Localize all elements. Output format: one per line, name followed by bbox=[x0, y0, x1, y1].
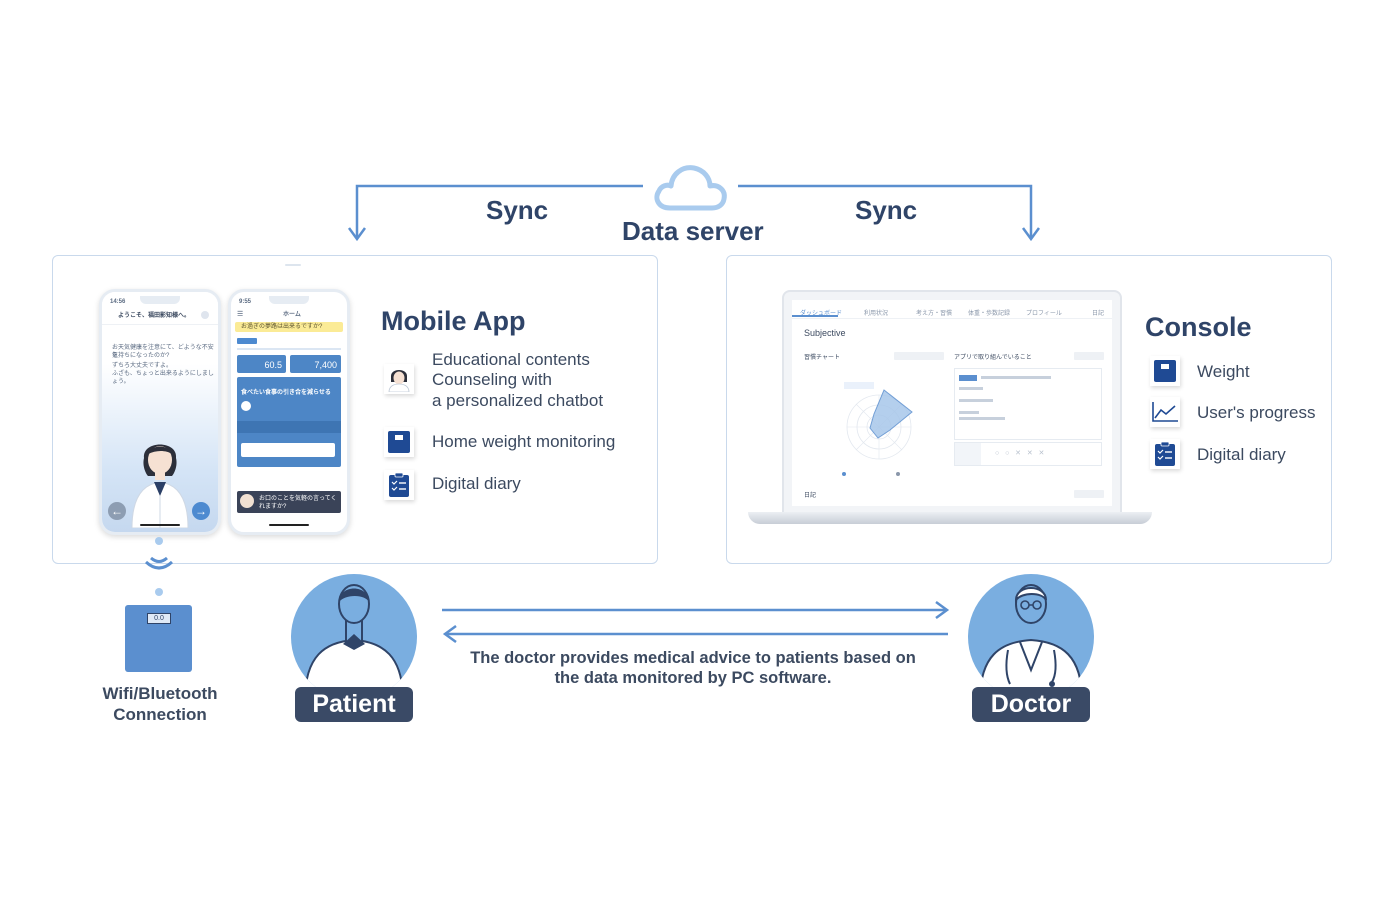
phone-notch bbox=[140, 296, 180, 304]
console-tab-profile[interactable]: プロフィール bbox=[1026, 311, 1062, 317]
phone-notch bbox=[269, 296, 309, 304]
feature-educational-3: a personalized chatbot bbox=[432, 391, 604, 410]
console-chip[interactable] bbox=[894, 352, 944, 360]
console-right-label: アプリで取り組んでいること bbox=[954, 355, 1032, 361]
console-tab-diary[interactable]: 日記 bbox=[1092, 311, 1105, 317]
steps-card[interactable]: 7,400 bbox=[290, 355, 341, 373]
console-feature-diary: Digital diary bbox=[1197, 445, 1286, 464]
phone-left-msg-4: ふざも、ちょっと出来るようにしましょう。 bbox=[112, 371, 214, 385]
console-tab-weight[interactable]: 体重・歩数記録 bbox=[968, 311, 1011, 317]
mobile-app-title: Mobile App bbox=[381, 306, 526, 336]
sync-right-label: Sync bbox=[855, 195, 918, 225]
scale-icon bbox=[384, 427, 414, 457]
diary-icon bbox=[384, 470, 414, 500]
doctor-label: Doctor bbox=[972, 687, 1090, 722]
habit-radar-chart bbox=[846, 389, 913, 460]
console-feature-progress: User's progress bbox=[1197, 403, 1316, 422]
bathroom-scale-icon: 0.0 bbox=[125, 605, 192, 672]
console-chart-tag bbox=[844, 382, 874, 389]
legend-marker bbox=[842, 472, 846, 476]
console-tasks-box bbox=[954, 368, 1102, 440]
console-tab-dashboard[interactable]: ダッシュボード bbox=[800, 311, 843, 317]
chat-prompt-card[interactable]: お口のことを気軽の言ってくれますか? bbox=[237, 491, 341, 513]
back-arrow-button[interactable]: ← bbox=[108, 502, 126, 520]
panel-handle bbox=[285, 264, 301, 266]
feature-educational-2: Counseling with bbox=[432, 370, 553, 389]
scale-display: 0.0 bbox=[147, 613, 171, 624]
home-indicator bbox=[269, 524, 309, 526]
advice-caption: The doctor provides medical advice to pa… bbox=[440, 648, 946, 688]
advice-line-1: The doctor provides medical advice to pa… bbox=[470, 649, 916, 667]
feature-digital-diary: Digital diary bbox=[432, 474, 521, 493]
console-feature-weight: Weight bbox=[1197, 362, 1250, 381]
feature-weight-monitoring: Home weight monitoring bbox=[432, 432, 616, 451]
sync-arrows bbox=[347, 184, 1041, 242]
sync-left-label: Sync bbox=[486, 195, 549, 225]
weight-card[interactable]: 60.5 bbox=[237, 355, 286, 373]
line-chart-icon bbox=[1150, 397, 1180, 427]
console-week-table: ○ ○ ✕ ✕ ✕ bbox=[954, 442, 1102, 466]
doctor-avatar-icon bbox=[968, 574, 1094, 700]
close-icon[interactable] bbox=[201, 311, 209, 319]
phone-right-time: 9:55 bbox=[239, 299, 252, 305]
console-chip[interactable] bbox=[1074, 352, 1104, 360]
home-indicator bbox=[140, 524, 180, 526]
phone-left-msg-2: 気持ちになったのか? bbox=[112, 353, 170, 359]
console-tab-habits[interactable]: 考え方・習慣 bbox=[916, 311, 953, 317]
patient-avatar-icon bbox=[291, 574, 417, 700]
phone-home-screen: 9:55 ☰ ホーム お過ぎの夢路は出来るですか? 60.5 7,400 食べた… bbox=[228, 289, 350, 535]
next-arrow-button[interactable]: → bbox=[192, 502, 210, 520]
console-diary-label: 日記 bbox=[804, 493, 817, 499]
console-title: Console bbox=[1145, 312, 1252, 342]
legend-marker bbox=[896, 472, 900, 476]
cloud-icon bbox=[654, 165, 727, 211]
diary-icon bbox=[1150, 439, 1180, 469]
task-card[interactable]: 食べたい食事の引き合を減らせる bbox=[237, 377, 341, 467]
menu-icon[interactable]: ☰ bbox=[237, 311, 244, 318]
phone-chatbot-screen: 14:56 ようこそ、福田影知様へ。 お天気健康を注意にて、どような不安を 気持… bbox=[99, 289, 221, 535]
feature-educational-1: Educational contents bbox=[432, 350, 590, 369]
phone-left-msg-3: ずちろ大丈夫ですよ。 bbox=[112, 363, 173, 369]
console-tab-usage[interactable]: 利用状況 bbox=[864, 311, 889, 317]
connection-label: Wifi/Bluetooth Connection bbox=[102, 684, 218, 724]
laptop-screen: ダッシュボード 利用状況 考え方・習慣 体重・歩数記録 プロフィール 日記 Su… bbox=[782, 290, 1122, 516]
wireless-signal-icon bbox=[144, 537, 174, 596]
console-chart-label: 習慣チャート bbox=[804, 355, 840, 361]
chatbot-doctor-avatar-icon bbox=[131, 444, 189, 528]
phone-right-header: ホーム bbox=[283, 312, 301, 318]
exchange-arrows bbox=[442, 600, 950, 644]
scale-icon bbox=[1150, 356, 1180, 386]
console-chip[interactable] bbox=[1074, 490, 1104, 498]
console-heading: Subjective bbox=[804, 328, 846, 338]
phone-left-time: 14:56 bbox=[110, 299, 126, 305]
data-server-label: Data server bbox=[622, 216, 764, 246]
phone-left-greeting: ようこそ、福田影知様へ。 bbox=[118, 313, 191, 319]
patient-label: Patient bbox=[295, 687, 413, 722]
phone-left-msg-1: お天気健康を注意にて、どような不安を bbox=[112, 345, 214, 359]
console-dashboard: ダッシュボード 利用状況 考え方・習慣 体重・歩数記録 プロフィール 日記 Su… bbox=[792, 300, 1112, 506]
notice-banner[interactable]: お過ぎの夢路は出来るですか? bbox=[235, 322, 343, 332]
advice-line-2: the data monitored by PC software. bbox=[554, 669, 832, 687]
doctor-avatar-icon bbox=[384, 364, 414, 394]
laptop-base bbox=[748, 512, 1152, 524]
